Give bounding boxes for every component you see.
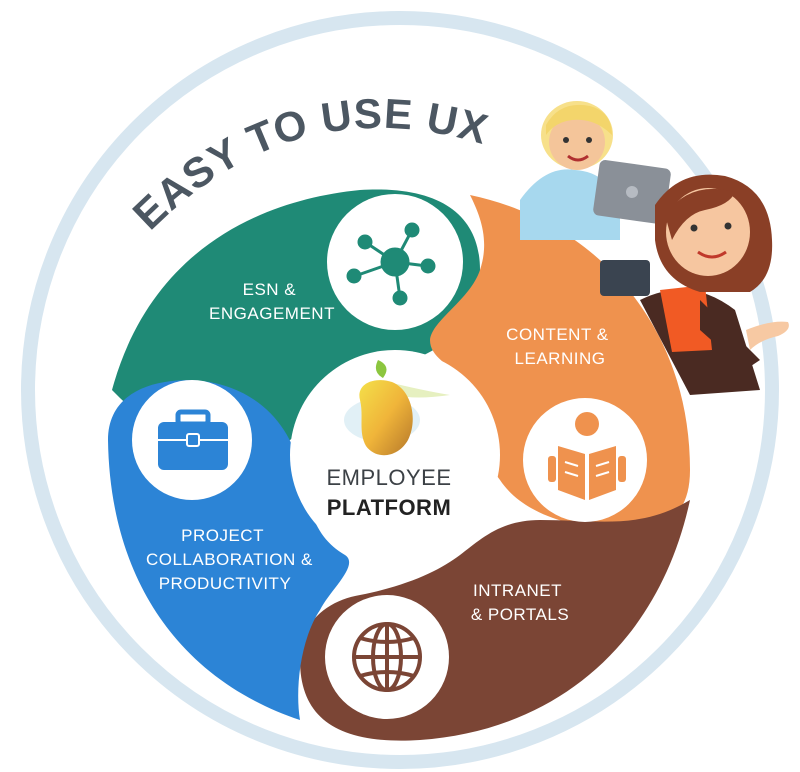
brunette-woman-illustration xyxy=(600,174,789,395)
mango-logo xyxy=(344,360,450,456)
center-label-employee: EMPLOYEE xyxy=(326,465,451,490)
network-hub-icon xyxy=(346,222,436,306)
blonde-woman-illustration xyxy=(520,101,671,240)
segment-label-intranet: INTRANET & PORTALS xyxy=(471,581,569,624)
globe-icon xyxy=(352,622,422,692)
segment-label-esn: ESN & ENGAGEMENT xyxy=(209,280,335,323)
center-label-platform: PLATFORM xyxy=(327,495,452,520)
center-hub xyxy=(290,350,500,560)
briefcase-icon xyxy=(158,409,228,470)
segment-label-content: CONTENT & LEARNING xyxy=(506,325,614,368)
reading-person-icon xyxy=(548,412,626,500)
segment-label-project: PROJECT COLLABORATION & PRODUCTIVITY xyxy=(146,526,318,593)
laptop-icon xyxy=(593,160,671,224)
